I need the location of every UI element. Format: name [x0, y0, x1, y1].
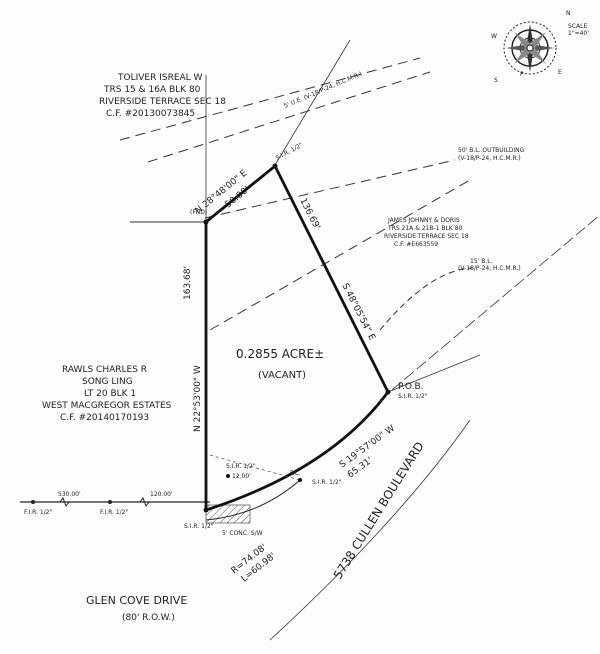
owner-james-cf: C.F. #E663559 [394, 241, 438, 248]
owner-james-name: JAMES JOHNNY & DORIS [387, 217, 460, 224]
owner-james-subdivision: RIVERSIDE TERRACE SEC 18 [384, 233, 469, 240]
bl-15-line [379, 267, 473, 331]
ue-label: 5' U.E. (V-18/P-24, H.C.M.R.) [283, 71, 363, 110]
dist-120: 120.00' [150, 491, 173, 498]
dist-530: 530.00' [58, 491, 81, 498]
fir-label-2: F.I.R. 1/2" [100, 509, 128, 516]
pob-marker [385, 389, 391, 395]
owner-toliver-cf: C.F. #20130073845 [106, 109, 195, 119]
fnd-marker [203, 219, 209, 225]
sidewalk-label: 5' CONC. S/W [222, 530, 263, 537]
owner-rawls-name2: SONG LING [82, 377, 133, 387]
owner-rawls-name: RAWLS CHARLES R [62, 365, 147, 375]
owner-toliver-tract: TRS 15 & 16A BLK 80 [103, 85, 201, 95]
fnd-label: (FND) [190, 209, 207, 216]
sir-corner-label: S.I.R. 1/2" [184, 523, 214, 530]
sir-pc-label: S.I.R. 1/2" [312, 479, 342, 486]
pc-label: P.C. [290, 470, 301, 477]
pc-marker [298, 478, 302, 482]
curve-line [205, 479, 301, 521]
sir-marker-top [272, 163, 278, 169]
easement-line-top [119, 57, 421, 141]
scale-value: 1"=40' [568, 30, 589, 37]
owner-toliver-name: TOLIVER ISREAL W [117, 73, 203, 83]
sir-top-label: S.I.R. 1/2" [275, 142, 305, 162]
adjoin-line-ne [274, 39, 351, 166]
street-glen-cove-row: (80' R.O.W.) [122, 613, 175, 623]
break-mark-2 [139, 496, 150, 508]
bl15-label-2: (V-18/P-24, H.C.M.R.) [458, 265, 521, 272]
lot-boundary [204, 163, 390, 512]
compass-west-label: W [491, 33, 497, 40]
sir-mid-dist: 12.00' [232, 473, 251, 480]
bl50-label-2: (V-18/P-24, H.C.M.R.) [458, 155, 521, 162]
owner-james: JAMES JOHNNY & DORIS TRS 21A & 21B-1 BLK… [384, 217, 469, 248]
bl-50-line [204, 159, 456, 219]
cullen-row-line-2 [269, 419, 471, 641]
compass-south-label: S [494, 77, 498, 84]
easement-line-top2 [147, 71, 431, 163]
bl50-label-1: 50' B.L. OUTBUILDING [458, 147, 525, 154]
sir-marker-corner [203, 507, 209, 513]
sir-marker-mid [226, 474, 230, 478]
compass-p-label: P [520, 71, 524, 78]
lot-status: (VACANT) [258, 370, 306, 381]
scale-title: SCALE [568, 23, 587, 30]
lot-area: 0.2855 ACRE± [236, 347, 324, 361]
pob-label: P.O.B. [398, 382, 424, 392]
street-glen-cove: GLEN COVE DRIVE [86, 594, 187, 607]
dist-west: 163.68' [183, 266, 193, 300]
compass-icon [503, 21, 557, 75]
compass-north-label: N [566, 10, 571, 17]
owner-rawls: RAWLS CHARLES R SONG LING LT 20 BLK 1 WE… [42, 365, 172, 423]
adjoin-line-east [387, 354, 481, 393]
owner-toliver: TOLIVER ISREAL W TRS 15 & 16A BLK 80 RIV… [99, 73, 226, 119]
owner-rawls-lot: LT 20 BLK 1 [84, 389, 136, 399]
owner-rawls-cf: C.F. #20140170193 [60, 413, 149, 423]
fir-marker-1 [31, 500, 35, 504]
owner-toliver-subdivision: RIVERSIDE TERRACE SEC 18 [99, 97, 226, 107]
bl-50-line-2 [209, 179, 471, 331]
compass-east-label: E [558, 69, 562, 76]
owner-rawls-subdivision: WEST MACGREGOR ESTATES [42, 401, 172, 411]
fir-marker-2 [108, 500, 112, 504]
owner-james-tract: TRS 21A & 21B-1 BLK 80 [387, 225, 463, 232]
sir-mid-label: S.I.R. 1/2" [226, 463, 256, 470]
dist-east: 136.69' [297, 197, 321, 232]
bl15-label-1: 15' B.L. [470, 258, 493, 265]
break-mark-1 [59, 496, 70, 508]
fir-label-1: F.I.R. 1/2" [24, 509, 52, 516]
bearing-west: N 22°53'00" W [193, 365, 203, 432]
pob-sir-label: S.I.R. 1/2" [398, 393, 428, 400]
